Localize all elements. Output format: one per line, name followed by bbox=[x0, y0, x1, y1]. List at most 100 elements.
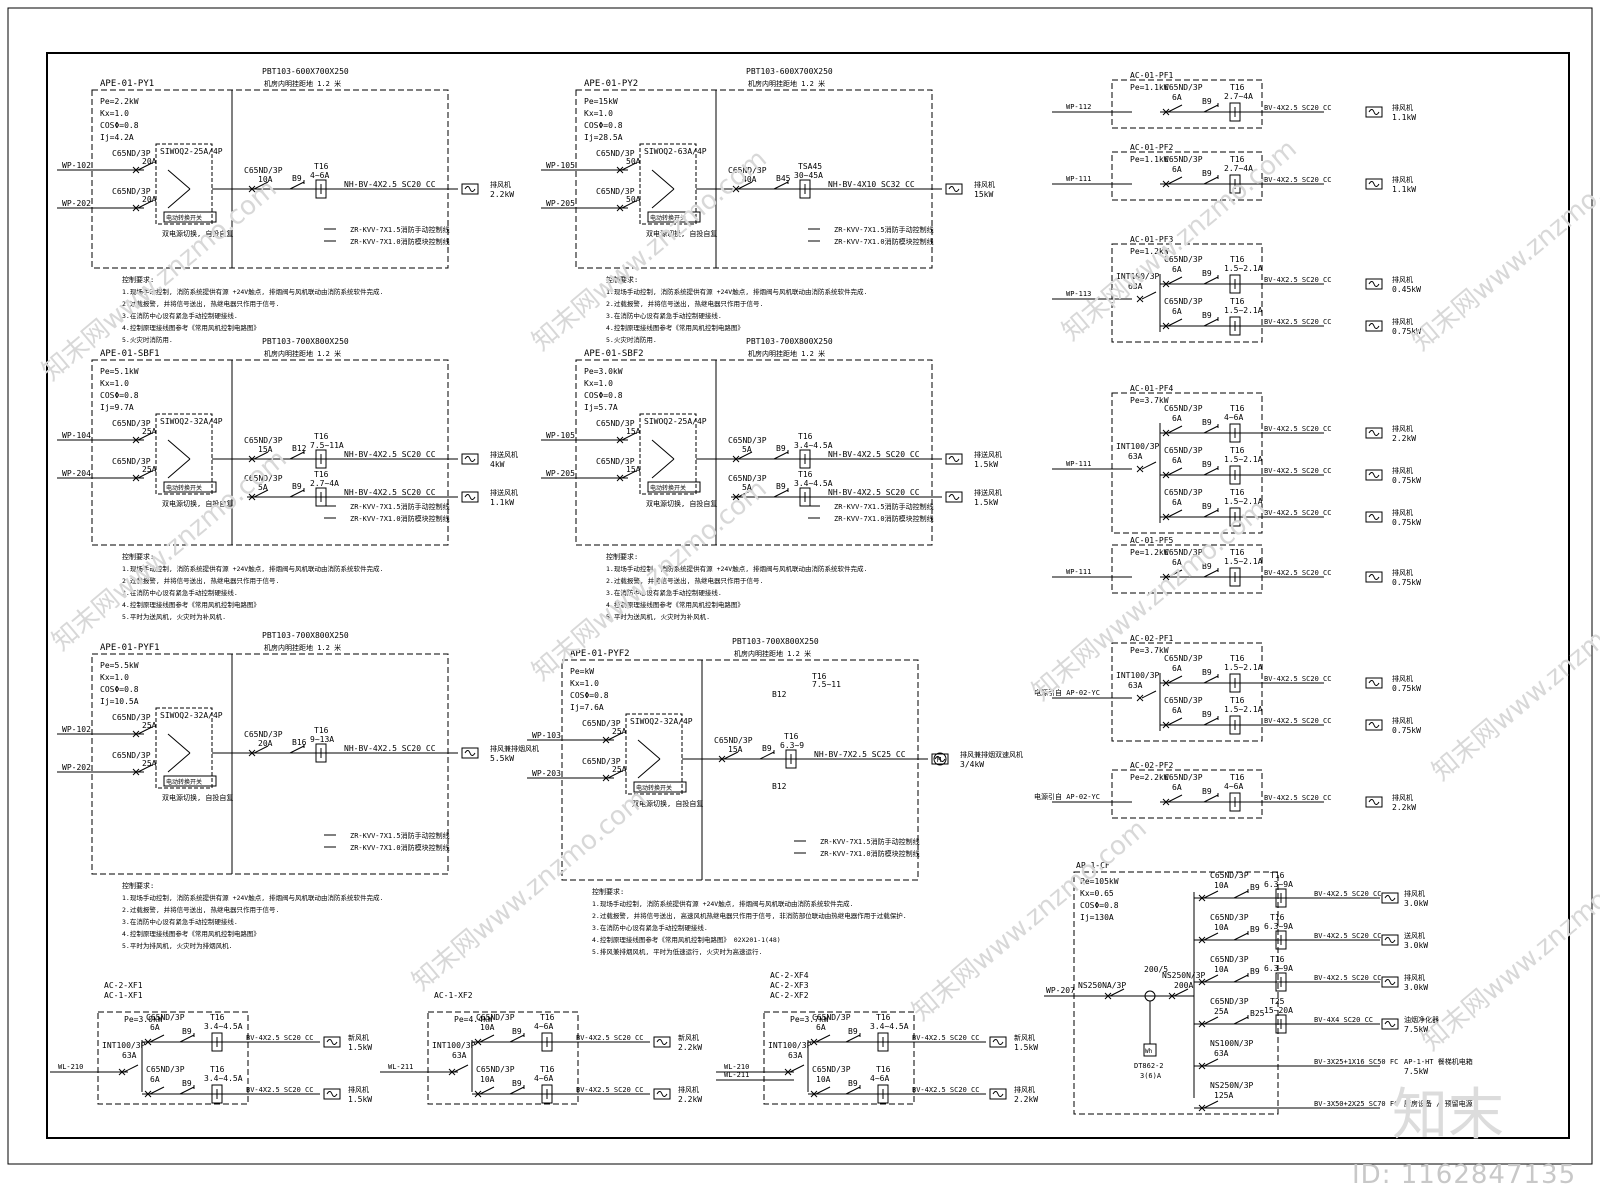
wire bbox=[1203, 509, 1219, 518]
wire bbox=[1162, 471, 1170, 479]
box bbox=[1365, 511, 1383, 523]
requirement-item: 3.在消防中心设有紧急手动控制硬接线. bbox=[122, 311, 238, 320]
contactor: B9 bbox=[292, 174, 302, 183]
load-name: 新风机 bbox=[678, 1033, 699, 1042]
wire bbox=[474, 1038, 482, 1046]
breaker-spec: C65ND/3P bbox=[812, 1065, 851, 1074]
panel-parameter: Pe=3.0kW bbox=[584, 367, 623, 376]
main-breaker: INT100/3P bbox=[432, 1041, 476, 1050]
fan-control-panel: AC-1-XF2Pe=4.4kWWL-211INT100/3P63AC65ND/… bbox=[380, 991, 702, 1105]
breaker-spec: C65ND/3P bbox=[1164, 255, 1203, 264]
feeder-label: WP-111 bbox=[1066, 460, 1091, 468]
main-breaker: NS250N/3P bbox=[1162, 971, 1206, 980]
box bbox=[1365, 571, 1383, 583]
wire bbox=[137, 432, 153, 441]
box bbox=[1365, 469, 1383, 481]
load-name: 厨房设备 / 预留电源 bbox=[1404, 1099, 1473, 1108]
relay-range: 1.5~2.1A bbox=[1224, 663, 1263, 672]
relay-type: T16 bbox=[1230, 83, 1245, 92]
wire bbox=[1203, 890, 1219, 899]
load-power: 0.75kW bbox=[1392, 476, 1421, 485]
load-power: 0.75kW bbox=[1392, 518, 1421, 527]
cable-spec: NH-BV-7X2.5 SC25 CC bbox=[814, 750, 906, 759]
contactor: B9 bbox=[848, 1027, 858, 1036]
wire bbox=[651, 188, 675, 209]
ats-label: 电动转换开关 bbox=[166, 778, 202, 786]
fan-icon bbox=[1384, 895, 1396, 901]
breaker-spec: C65ND/3P bbox=[1164, 446, 1203, 455]
wire bbox=[248, 185, 256, 193]
load-name: 排风机 bbox=[974, 180, 995, 189]
main-breaker: INT100/3P bbox=[102, 1041, 146, 1050]
relay-range: 6.3~9 bbox=[780, 741, 804, 750]
fan-icon bbox=[656, 1091, 668, 1097]
contactor: B9 bbox=[292, 482, 302, 491]
panel-boundary bbox=[1111, 151, 1263, 201]
relay-type: T16 bbox=[314, 162, 329, 171]
load-name: 排风机 bbox=[1392, 103, 1413, 112]
wire bbox=[479, 1034, 495, 1043]
wire bbox=[784, 1068, 792, 1076]
breaker-rating: 63A bbox=[788, 1051, 803, 1060]
requirement-item: 2.过载报警, 并将信号送出, 热继电器只作用于信号. bbox=[122, 576, 279, 585]
wire bbox=[718, 755, 726, 763]
wire bbox=[253, 181, 269, 190]
load-name: 排风机 bbox=[1392, 716, 1413, 725]
contactor: B9 bbox=[1202, 269, 1212, 278]
panel-boundary bbox=[1111, 392, 1263, 534]
breaker-spec: C65ND/3P bbox=[1164, 696, 1203, 705]
breaker-spec: C65ND/3P bbox=[1164, 654, 1203, 663]
box bbox=[945, 453, 963, 465]
feeder-label: WP-207 bbox=[1046, 986, 1075, 995]
fan-control-panel: AC-01-PF3Pe=1.2kWWP-113INT100/3P63AC65ND… bbox=[1052, 235, 1421, 343]
wire bbox=[602, 774, 610, 782]
load-power: 4kW bbox=[490, 460, 505, 469]
wire bbox=[1233, 974, 1249, 983]
load-power: 0.45kW bbox=[1392, 285, 1421, 294]
load-power: 7.5kW bbox=[1404, 1067, 1428, 1076]
wire bbox=[453, 1064, 469, 1073]
relay-range: 3.4~4.5A bbox=[870, 1022, 909, 1031]
wire bbox=[167, 169, 191, 190]
breaker-rating: 63A bbox=[1128, 282, 1143, 291]
panel-parameter: Pe=4.4kW bbox=[454, 1015, 493, 1024]
wire bbox=[737, 451, 753, 460]
box bbox=[989, 1036, 1007, 1048]
load-name: 排风机 bbox=[1392, 508, 1413, 517]
requirement-item: 3.在消防中心设有紧急手动控制硬接线. bbox=[122, 588, 238, 597]
wire bbox=[759, 751, 775, 760]
breaker-spec: C65ND/3P bbox=[596, 457, 635, 466]
wire bbox=[815, 1086, 831, 1095]
relay-range: 6.3~9A bbox=[1264, 922, 1293, 931]
ats-spec: SIWOQ2-32A/4P bbox=[630, 717, 693, 726]
ats-label-box bbox=[647, 481, 701, 493]
fan-icon bbox=[934, 756, 946, 762]
load-name: 送风机 bbox=[1404, 931, 1425, 940]
fan-load-symbol bbox=[461, 453, 479, 465]
wire bbox=[149, 1034, 165, 1043]
wire bbox=[1198, 1104, 1206, 1112]
requirement-item: 4.控制原理接线图参考《常用风机控制电路图》 bbox=[122, 600, 260, 609]
panel-parameter: Pe=1.2kW bbox=[1130, 247, 1169, 256]
requirement-item: 2.过载报警, 并将信号送出, 热继电器只作用于信号. bbox=[122, 299, 279, 308]
wire bbox=[737, 489, 753, 498]
wire bbox=[1162, 322, 1170, 330]
relay-type: T16 bbox=[1230, 548, 1245, 557]
wire bbox=[1136, 295, 1144, 303]
enclosure-spec: PBT103-600X700X250 bbox=[746, 67, 833, 76]
feeder-label: 电源引自 AP-02-YC bbox=[1034, 792, 1100, 801]
load-name: 排风机 bbox=[1392, 275, 1413, 284]
requirements-title: 控制要求: bbox=[592, 887, 624, 896]
breaker-rating: 15A bbox=[728, 745, 743, 754]
wire bbox=[1203, 569, 1219, 578]
wire bbox=[509, 1034, 525, 1043]
load-power: 0.75kW bbox=[1392, 327, 1421, 336]
cable-spec: NH-BV-4X10 SC32 CC bbox=[828, 180, 915, 189]
wire bbox=[651, 439, 675, 460]
relay-range: 4~6A bbox=[534, 1022, 553, 1031]
panel-parameter: Pe=5.1kW bbox=[100, 367, 139, 376]
cable-spec: BV-4X2.5 SC20 CC bbox=[1264, 675, 1331, 683]
fan-load-symbol bbox=[1365, 427, 1383, 439]
wire bbox=[737, 181, 753, 190]
load-power: 1.1kW bbox=[1392, 185, 1416, 194]
